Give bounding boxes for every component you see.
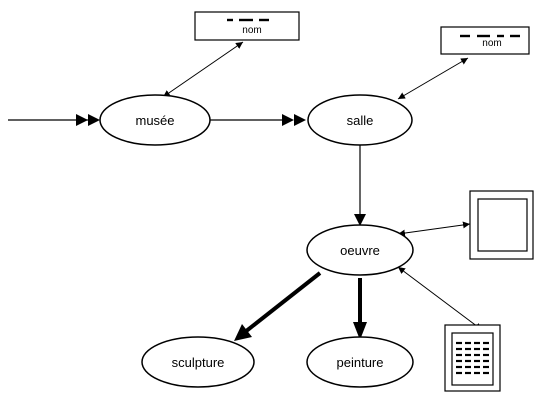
oeuvre-to-peinture-arrow [353,278,367,340]
salle-nom-box[interactable]: nom [440,26,530,55]
salle-to-oeuvre-arrow [354,145,366,226]
node-musee[interactable]: musée [99,94,211,146]
salle-nom-label: nom [482,38,501,49]
oeuvre-list-link [397,266,483,331]
node-musee-label: musée [135,113,174,128]
node-peinture-label: peinture [337,355,384,370]
musee-nom-link [162,41,244,98]
node-salle-label: salle [347,113,374,128]
node-sculpture-label: sculpture [172,355,225,370]
node-sculpture[interactable]: sculpture [141,336,255,388]
node-oeuvre-label: oeuvre [340,243,380,258]
salle-nom-link [397,57,469,100]
oeuvre-frame-link [397,221,471,237]
oeuvre-to-sculpture-arrow [234,271,322,341]
list-document-icon[interactable] [444,324,501,392]
node-oeuvre[interactable]: oeuvre [306,224,414,276]
musee-nom-box[interactable]: nom [194,11,300,41]
node-salle[interactable]: salle [307,94,413,146]
entry-arrow [8,114,100,126]
musee-nom-label: nom [242,25,261,36]
node-peinture[interactable]: peinture [306,336,414,388]
empty-frame-icon[interactable] [469,190,534,260]
musee-to-salle-arrow [210,114,306,126]
